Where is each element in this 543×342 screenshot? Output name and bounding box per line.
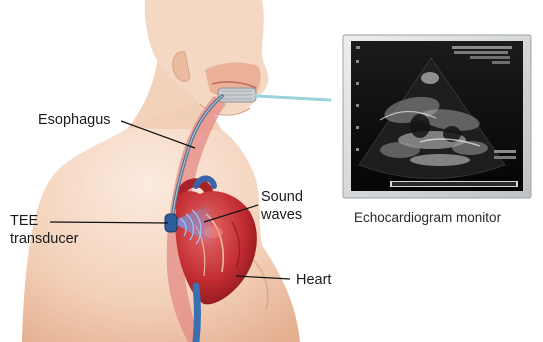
label-sound-waves: Sound waves xyxy=(261,188,303,224)
label-sound-line1: Sound xyxy=(261,188,303,206)
label-esophagus: Esophagus xyxy=(38,111,111,129)
label-heart: Heart xyxy=(296,271,331,289)
echocardiogram-monitor xyxy=(343,35,531,198)
label-sound-line2: waves xyxy=(261,206,303,224)
body-silhouette xyxy=(22,0,300,342)
label-tee-line2: transducer xyxy=(10,230,79,248)
label-tee-line1: TEE xyxy=(10,212,79,230)
monitor-caption: Echocardiogram monitor xyxy=(354,210,501,225)
label-tee-transducer: TEE transducer xyxy=(10,212,79,248)
